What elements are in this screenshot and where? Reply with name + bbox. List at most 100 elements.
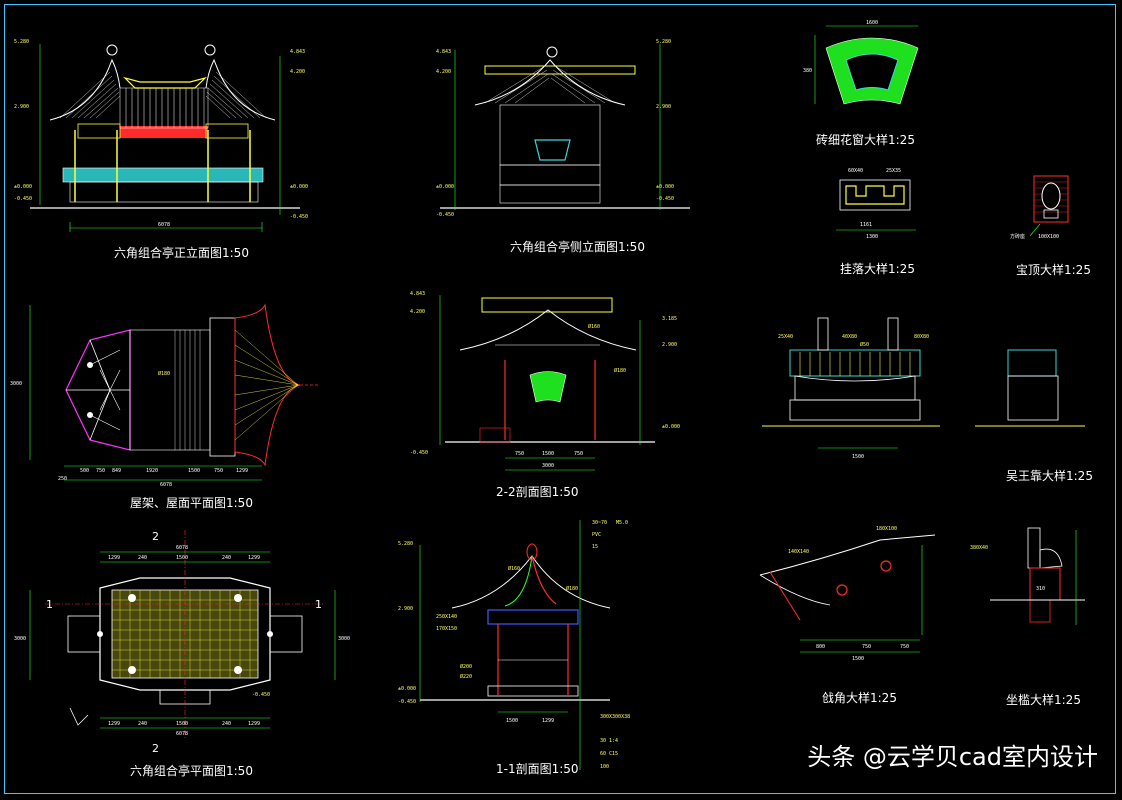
plan-top-3: 240 (222, 555, 231, 561)
brick-window-height: 380 (803, 68, 812, 74)
s11-level-base: ±0.000 (398, 686, 416, 692)
s22-level-right: 3.185 (662, 316, 677, 322)
plan-axis-top: 2 (152, 530, 159, 543)
bench-width: 1500 (852, 454, 864, 460)
section-2-2-drawing (439, 295, 655, 471)
roof-plan-drawing (29, 303, 320, 481)
front-level-top-left: 5.280 (14, 39, 29, 45)
s22-post: Ø180 (614, 367, 626, 374)
side-level-base-right: ±0.000 (656, 184, 674, 190)
hanging-dim-c: 1161 (860, 222, 872, 228)
roof-rafter: Ø180 (158, 370, 170, 377)
plan-top-0: 1299 (108, 555, 120, 561)
corner-s3: 750 (900, 644, 909, 650)
caption-seat-rail: 坐槛大样1:25 (1006, 693, 1081, 707)
hanging-dim-b: 25X35 (886, 168, 901, 174)
caption-front-elevation: 六角组合亭正立面图1:50 (114, 246, 249, 260)
s11-span-1: 1299 (542, 718, 554, 724)
corner-s1: 800 (816, 644, 825, 650)
bench-dim-c: Ø50 (860, 341, 869, 348)
hanging-dim-a: 60X40 (848, 168, 863, 174)
floor-plan-drawing (29, 530, 336, 740)
roof-total: 6078 (160, 482, 172, 488)
front-level-base-left2: -0.450 (14, 196, 32, 202)
corner-s2: 750 (862, 644, 871, 650)
caption-corner-eave: 戗角大样1:25 (822, 691, 897, 705)
floor-plan-dims: 1299 240 1500 240 1299 6078 1299 240 150… (14, 530, 350, 755)
roof-width-2: 849 (112, 468, 121, 474)
roof-width-3: 1920 (146, 468, 158, 474)
bench-dim-b: 40X80 (842, 334, 857, 340)
s11-beam: Ø160 (508, 565, 520, 572)
caption-hanging-fascia: 挂落大样1:25 (840, 262, 915, 276)
hanging-fascia-drawing (836, 179, 916, 231)
s22-span-0: 750 (515, 451, 524, 457)
s22-level-top: 4.843 (410, 291, 425, 297)
s11-layer2-2: 100 (600, 764, 609, 770)
s11-mark: M5.0 (616, 520, 628, 526)
side-level-mid-right: 2.900 (656, 104, 671, 110)
corner-dim-b: 180X100 (876, 526, 897, 532)
seat-dim-b: 310 (1036, 586, 1045, 592)
hanging-span: 1300 (866, 234, 878, 240)
s11-level-base2: -0.450 (398, 699, 416, 705)
plan-level: -0.450 (252, 692, 270, 698)
caption-brick-window: 砖细花窗大样1:25 (816, 133, 915, 147)
caption-bench-back: 吴王靠大样1:25 (1006, 469, 1093, 483)
plan-bottom-0: 1299 (108, 721, 120, 727)
finial-drawing (1029, 175, 1069, 237)
front-level-top-right: 4.843 (290, 49, 305, 55)
roof-plan-dims: 500 750 849 1920 1500 750 1299 6078 250 … (10, 370, 248, 488)
brick-window-width: 1600 (866, 20, 878, 26)
roof-width-6: 1299 (236, 468, 248, 474)
side-level-base-left: ±0.000 (436, 184, 454, 190)
plan-total-bottom: 6078 (176, 731, 188, 737)
roof-width-1: 750 (96, 468, 105, 474)
plan-height-right: 3000 (338, 636, 350, 642)
front-level-base-right2: -0.450 (290, 214, 308, 220)
corner-span: 1500 (852, 656, 864, 662)
bench-back-drawing (762, 317, 1085, 449)
side-level-base-left2: -0.450 (436, 212, 454, 218)
drawing-frame (4, 4, 1116, 794)
plan-bottom-4: 1299 (248, 721, 260, 727)
front-level-base-left: ±0.000 (14, 184, 32, 190)
finial-note: 方砖座 (1010, 233, 1025, 240)
side-level-top-left: 4.843 (436, 49, 451, 55)
seat-dim-a: 380X40 (970, 545, 988, 551)
caption-section-2-2: 2-2剖面图1:50 (496, 485, 579, 499)
roof-side: 250 (58, 476, 67, 482)
s11-post-2: Ø220 (460, 673, 472, 680)
plan-bottom-2: 1500 (176, 721, 188, 727)
s11-size: 300X300X38 (600, 714, 630, 720)
plan-bottom-3: 240 (222, 721, 231, 727)
front-level-base-right: ±0.000 (290, 184, 308, 190)
s11-level-top: 5.280 (398, 541, 413, 547)
caption-finial: 宝顶大样1:25 (1016, 263, 1091, 277)
s11-span-0: 1500 (506, 718, 518, 724)
section-1-1-drawing (419, 520, 611, 770)
plan-axis-bottom: 2 (152, 742, 159, 755)
s11-layer2-0: 30 1:4 (600, 738, 618, 744)
roof-width-0: 500 (80, 468, 89, 474)
s11-layer2-1: 60 C15 (600, 751, 618, 757)
s11-member: 170X150 (436, 626, 457, 632)
s22-beam: Ø160 (588, 323, 600, 330)
bench-dim-a: 25X40 (778, 334, 793, 340)
s11-level-mid: 2.900 (398, 606, 413, 612)
corner-eave-drawing (759, 534, 936, 653)
watermark-text: 头条 @云学贝cad室内设计 (807, 743, 1098, 771)
s22-total: 3000 (542, 463, 554, 469)
brick-window-drawing (814, 25, 919, 105)
s11-layer-0: 30~70 (592, 520, 607, 526)
plan-total-top: 6078 (176, 545, 188, 551)
s22-level-base: ±0.000 (662, 424, 680, 430)
s11-post-1: Ø200 (460, 663, 472, 670)
s11-member-2: 250X140 (436, 614, 457, 620)
roof-height: 3000 (10, 381, 22, 387)
side-elevation-drawing (440, 44, 690, 210)
plan-axis-right: 1 (315, 598, 322, 611)
plan-top-1: 240 (138, 555, 147, 561)
s11-layer-1: PVC (592, 532, 601, 538)
